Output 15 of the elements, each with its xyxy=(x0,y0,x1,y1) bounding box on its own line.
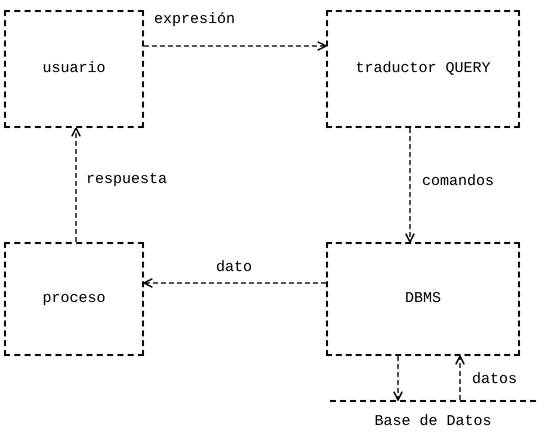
node-text: Base de Datos xyxy=(373,412,493,432)
process-box xyxy=(4,10,144,128)
arrow xyxy=(71,127,81,242)
process-box xyxy=(326,242,520,356)
node-text: traductor QUERY xyxy=(354,59,492,79)
node-text: usuario xyxy=(41,59,106,79)
arrow xyxy=(405,128,415,243)
arrow xyxy=(143,278,326,288)
node-text: proceso xyxy=(41,289,106,309)
node-text: DBMS xyxy=(404,289,442,309)
process-box xyxy=(326,10,520,128)
process-box xyxy=(4,242,144,356)
arrow xyxy=(393,356,403,401)
arrow xyxy=(455,355,465,400)
arrow xyxy=(144,41,327,51)
